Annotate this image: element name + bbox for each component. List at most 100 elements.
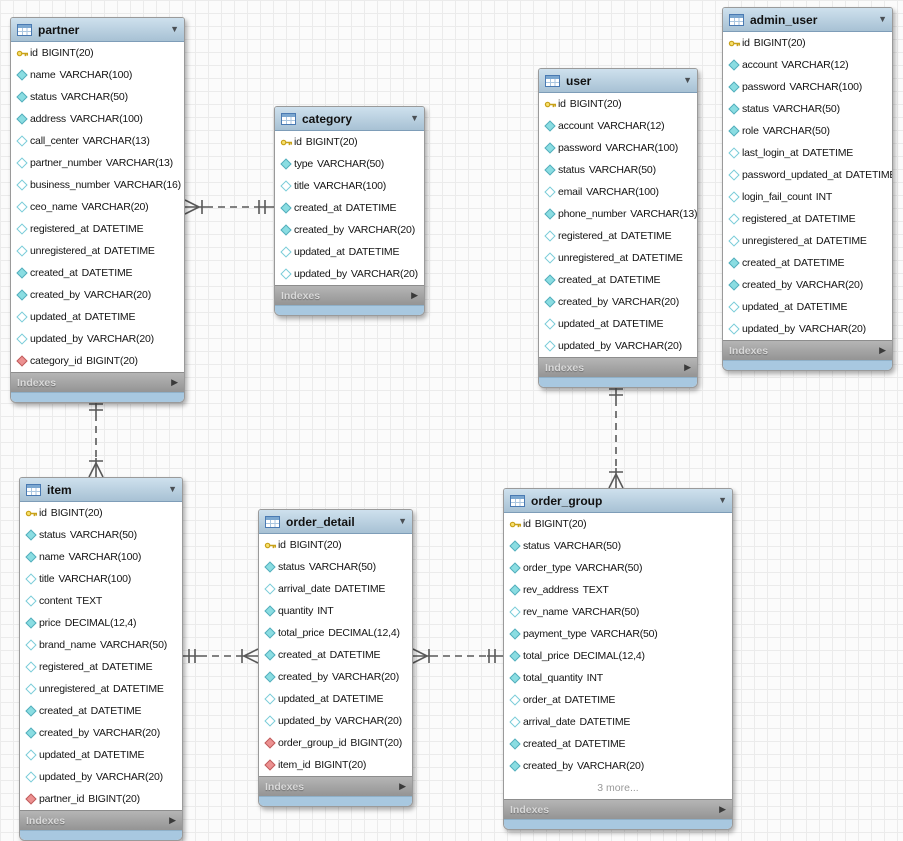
indexes-row[interactable]: Indexes▶ [20,810,182,830]
table-header-partner[interactable]: partner▼ [11,18,184,42]
table-header-item[interactable]: item▼ [20,478,182,502]
indexes-row[interactable]: Indexes▶ [11,372,184,392]
relationship-user-order-group[interactable] [608,383,624,489]
collapse-arrow-icon[interactable]: ▼ [170,24,179,34]
expand-arrow-icon[interactable]: ▶ [879,345,886,355]
table-header-category[interactable]: category▼ [275,107,424,131]
indexes-row[interactable]: Indexes▶ [259,776,412,796]
collapse-arrow-icon[interactable]: ▼ [398,516,407,526]
table-header-order_group[interactable]: order_group▼ [504,489,732,513]
indexes-row[interactable]: Indexes▶ [275,285,424,305]
expand-arrow-icon[interactable]: ▶ [171,377,178,387]
expand-arrow-icon[interactable]: ▶ [169,815,176,825]
indexes-row[interactable]: Indexes▶ [539,357,697,377]
collapse-arrow-icon[interactable]: ▼ [410,113,419,123]
collapse-arrow-icon[interactable]: ▼ [168,484,177,494]
relationship-partner-item[interactable] [88,398,104,478]
expand-arrow-icon[interactable]: ▶ [684,362,691,372]
table-header-admin_user[interactable]: admin_user▼ [723,8,892,32]
more-columns-row[interactable]: 3 more... [597,782,639,794]
relationship-item-order-detail[interactable] [183,648,259,664]
relationship-partner-category[interactable] [184,199,274,215]
table-header-order_detail[interactable]: order_detail▼ [259,510,412,534]
indexes-row[interactable]: Indexes▶ [723,340,892,360]
collapse-arrow-icon[interactable]: ▼ [683,75,692,85]
relationship-order-detail-order-group[interactable] [412,648,503,664]
